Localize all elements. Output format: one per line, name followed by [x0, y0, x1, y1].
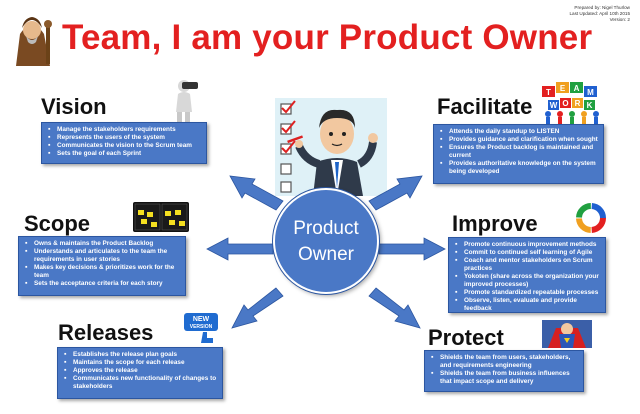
last-updated: Last Updated: April 10th 2015: [569, 11, 630, 16]
releases-item: Communicates new functionality of change…: [64, 375, 218, 391]
releases-heading: Releases: [58, 320, 154, 345]
arrow-to-releases: [231, 287, 284, 329]
improve-item: Observe, listen, evaluate and provide fe…: [455, 297, 601, 313]
new-label: NEW: [193, 316, 210, 323]
product-owner-illustration: [275, 98, 387, 196]
improve-item: Coach and mentor stakeholders on Scrum p…: [455, 257, 601, 273]
arrow-to-protect: [368, 287, 421, 329]
protect-item: Shields the team from business influence…: [431, 370, 579, 386]
improve-item: Promote standardized repeatable processe…: [455, 289, 601, 297]
team-letter: O: [562, 99, 568, 108]
improve-heading: Improve: [452, 211, 538, 236]
protect-box: Shields the team from users, stakeholder…: [424, 350, 584, 392]
scope-heading: Scope: [24, 211, 91, 236]
improve-item: Yokoten (share across the organization y…: [455, 273, 601, 289]
center-line-2: Owner: [298, 244, 354, 265]
improve-box: Promote continuous improvement methods C…: [448, 237, 606, 313]
version-label: VERSION: [190, 324, 213, 330]
scope-item: Understands and articulates to the team …: [25, 248, 181, 264]
releases-box: Establishes the release plan goals Maint…: [57, 347, 223, 399]
arrow-to-improve: [378, 237, 446, 261]
superhero-icon: [542, 320, 592, 348]
facilitate-item: Attends the daily standup to LISTEN: [440, 128, 599, 136]
facilitate-heading: Facilitate: [437, 94, 533, 119]
releases-item: Maintains the scope for each release: [64, 359, 218, 367]
facilitate-item: Ensures the Product backlog is maintaine…: [440, 144, 599, 160]
sticky-board-icon: [133, 202, 189, 232]
vision-item: Manage the stakeholders requirements: [48, 126, 202, 134]
releases-item: Establishes the release plan goals: [64, 351, 218, 359]
protect-heading: Protect: [428, 325, 504, 350]
scope-item: Owns & maintains the Product Backlog: [25, 240, 181, 248]
vision-item: Represents the users of the system: [48, 134, 202, 142]
improve-item: Commit to continued self learning of Agi…: [455, 249, 601, 257]
binoculars-person-icon: [176, 80, 198, 124]
new-version-icon: NEW VERSION: [184, 313, 218, 343]
center-line-1: Product: [293, 218, 359, 239]
arrow-to-vision: [229, 175, 284, 211]
team-letter: A: [574, 84, 580, 93]
team-letter: R: [575, 99, 581, 108]
document-meta: Prepared by: Nigel Thurlow Last Updated:…: [569, 5, 630, 23]
team-letter: M: [587, 88, 594, 97]
facilitate-box: Attends the daily standup to LISTEN Prov…: [433, 124, 604, 184]
product-owner-circle: Product Owner: [273, 188, 379, 294]
version: Version: 2: [609, 17, 630, 22]
vision-heading: Vision: [41, 94, 107, 119]
scope-item: Makes key decisions & prioritizes work f…: [25, 264, 181, 280]
team-letter: K: [587, 101, 593, 110]
prepared-by: Prepared by: Nigel Thurlow: [574, 5, 630, 10]
arrow-to-scope: [206, 237, 274, 261]
monk-icon: [16, 17, 52, 66]
scope-item: Sets the acceptance criteria for each st…: [25, 280, 181, 288]
vision-item: Communicates the vision to the Scrum tea…: [48, 142, 202, 150]
facilitate-item: Provides guidance and clarification when…: [440, 136, 599, 144]
cycle-icon: [576, 203, 606, 233]
releases-item: Approves the release: [64, 367, 218, 375]
team-letter: W: [550, 101, 558, 110]
improve-item: Promote continuous improvement methods: [455, 241, 601, 249]
vision-box: Manage the stakeholders requirements Rep…: [41, 122, 207, 164]
protect-item: Shields the team from users, stakeholder…: [431, 354, 579, 370]
facilitate-item: Provides authoritative knowledge on the …: [440, 160, 599, 176]
teamwork-icon: T E A M W O R K: [542, 82, 599, 124]
vision-item: Sets the goal of each Sprint: [48, 150, 202, 158]
scope-box: Owns & maintains the Product Backlog Und…: [18, 236, 186, 296]
arrow-to-facilitate: [368, 175, 423, 211]
team-letter: T: [546, 88, 551, 97]
team-letter: E: [560, 84, 566, 93]
page-title: Team, I am your Product Owner: [62, 18, 593, 57]
